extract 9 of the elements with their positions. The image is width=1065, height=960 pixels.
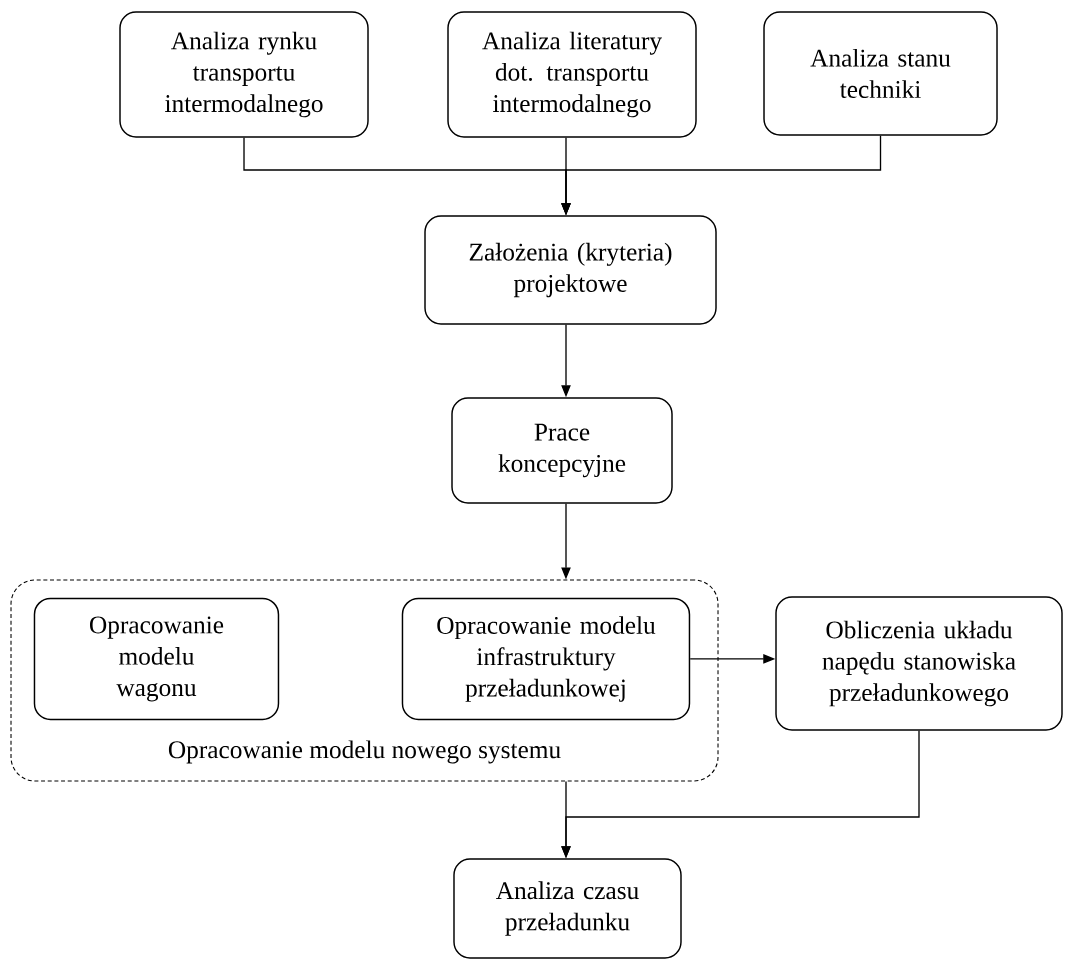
process-box: Opracowanie modelu infrastruktury przeładunkowej [401,597,691,721]
process-box: Prace koncepcyjne [451,397,673,504]
process-box: Analiza czasu przeładunku [453,858,682,959]
process-box: Obliczenia układu napędu stanowiska przeładunkowego [775,596,1063,731]
process-box: Opracowanie modelu wagonu [33,597,280,721]
process-box: Założenia (kryteria) projektowe [424,215,717,325]
process-box: Analiza literatury dot. transportu intermodalnego [447,11,697,138]
process-box: Analiza rynku transportu intermodalnego [119,11,369,138]
process-box: Analiza stanu techniki [763,11,998,136]
